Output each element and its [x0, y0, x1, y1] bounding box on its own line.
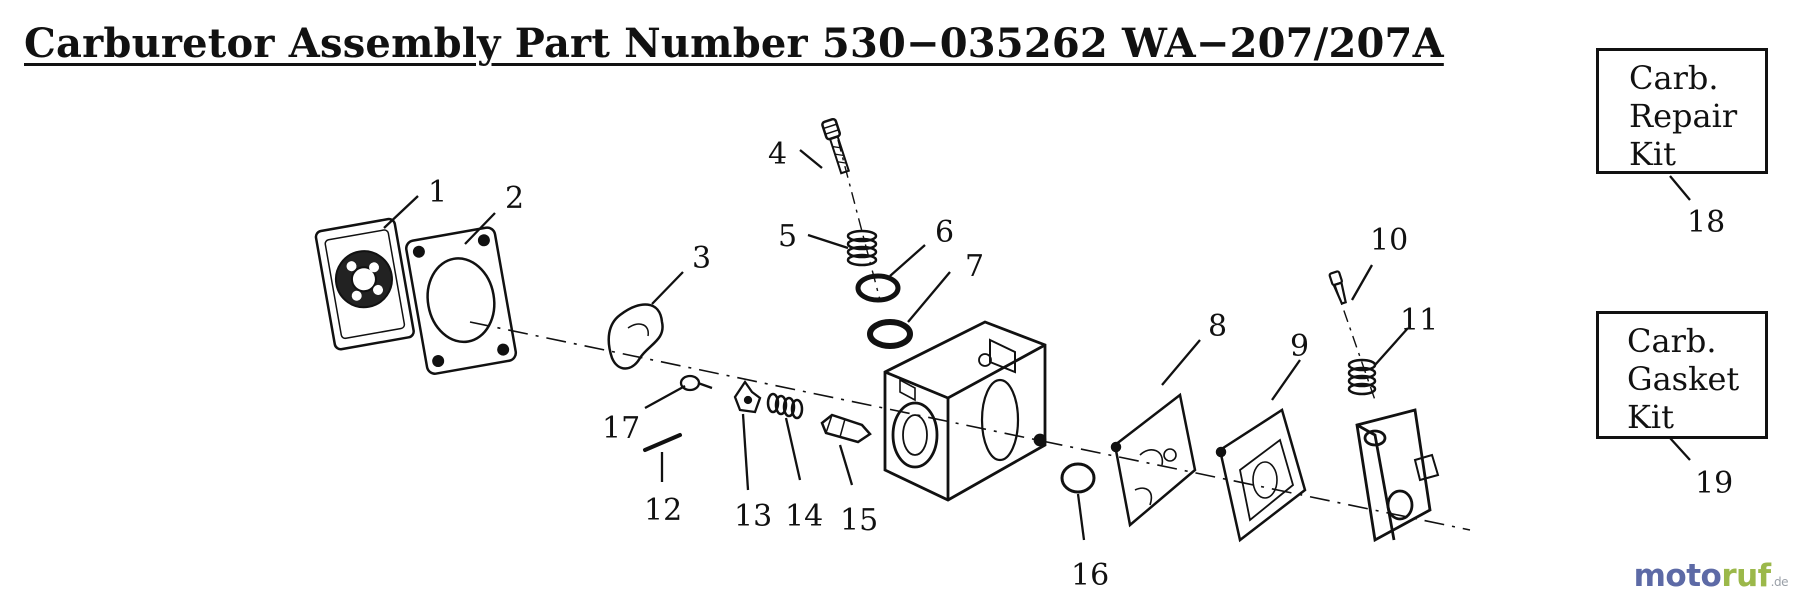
kit-box-line: Carb.	[1629, 59, 1719, 97]
leader-8	[1161, 339, 1201, 386]
kit-box-line: Kit	[1629, 135, 1676, 173]
callout-15: 15	[840, 503, 878, 538]
callout-16: 16	[1071, 558, 1109, 593]
part-3-throttle-plate	[607, 303, 664, 370]
leader-3	[651, 271, 684, 305]
part-5-spring	[846, 229, 878, 267]
leader-10	[1351, 264, 1373, 301]
kit-box-line: Repair	[1629, 97, 1738, 135]
leader-lines	[383, 149, 1691, 541]
callout-7: 7	[965, 249, 984, 284]
leader-13	[741, 413, 750, 491]
part-9-gasket	[1215, 408, 1307, 543]
kit-box-line: Carb.	[1627, 322, 1717, 360]
leader-18	[1669, 175, 1691, 201]
leader-5	[807, 233, 849, 250]
metering-cover	[1355, 408, 1440, 543]
leader-6	[889, 244, 926, 277]
carb-repair-kit-box: Carb. Repair Kit	[1596, 48, 1768, 174]
part-14-spring	[766, 392, 804, 420]
leader-17	[644, 384, 686, 410]
callout-17: 17	[602, 411, 640, 446]
carburetor-body	[883, 320, 1047, 502]
callout-1: 1	[428, 175, 447, 210]
callout-9: 9	[1290, 329, 1309, 364]
callout-13: 13	[734, 499, 772, 534]
callout-10: 10	[1370, 223, 1408, 258]
part-8-diaphragm	[1110, 392, 1197, 528]
part-2-pump-gasket	[405, 226, 518, 375]
leader-14	[784, 417, 802, 481]
callout-3: 3	[692, 241, 711, 276]
part-12-pin	[643, 433, 682, 452]
callout-4: 4	[768, 137, 787, 172]
kit-box-line: Kit	[1627, 398, 1674, 436]
carb-gasket-kit-box: Carb. Gasket Kit	[1596, 311, 1768, 439]
callout-5: 5	[778, 219, 797, 254]
callout-19: 19	[1695, 466, 1733, 501]
leader-15	[838, 444, 854, 486]
diagram-title: Carburetor Assembly Part Number 530−0352…	[24, 20, 1444, 67]
leader-2	[464, 212, 496, 245]
part-10-needle	[1328, 270, 1347, 305]
kit-box-line: Gasket	[1627, 360, 1740, 398]
part-16-welch-plug	[1060, 462, 1096, 494]
callout-12: 12	[644, 493, 682, 528]
callout-18: 18	[1687, 205, 1725, 240]
part-13-lever	[733, 379, 762, 414]
callout-2: 2	[505, 181, 524, 216]
part-17-screw	[679, 374, 713, 392]
leader-9	[1271, 359, 1301, 401]
part-7-o-ring	[867, 319, 913, 349]
callout-6: 6	[935, 215, 954, 250]
callout-labels: 1 2 3 4 5 6 7 8 9 10 11 12 13 14 15 16 1…	[428, 137, 1733, 593]
leader-4	[799, 149, 823, 169]
leader-7	[907, 271, 951, 323]
site-watermark-logo: motoruf.de	[1633, 558, 1789, 594]
assembly-centerline	[469, 321, 1471, 531]
part-4-screw	[821, 117, 851, 175]
part-6-washer	[855, 273, 901, 303]
leader-16	[1076, 493, 1086, 541]
callout-11: 11	[1400, 303, 1438, 338]
callout-8: 8	[1208, 309, 1227, 344]
part-1-pump-cover	[314, 217, 415, 351]
leader-19	[1669, 437, 1691, 461]
callout-14: 14	[785, 499, 823, 534]
part-15-inlet-needle	[820, 413, 872, 444]
leader-1	[383, 195, 419, 229]
part-11-spring	[1347, 358, 1377, 396]
leader-11	[1374, 327, 1409, 366]
needle-axis-line	[837, 139, 881, 301]
